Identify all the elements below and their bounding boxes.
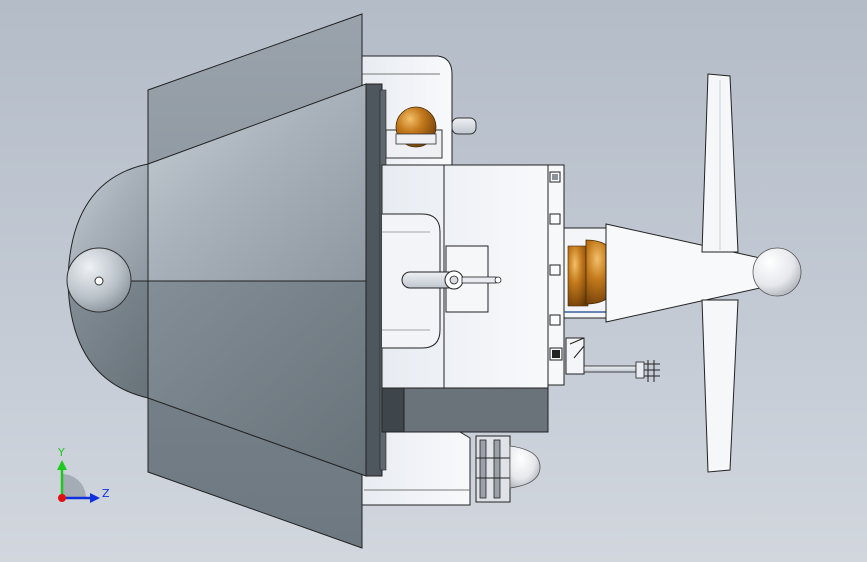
nose-sensor-hole [94, 276, 104, 286]
y-axis-label: Y [57, 446, 65, 459]
lower-white-dome [509, 445, 541, 489]
port-2[interactable] [549, 213, 561, 225]
spinner-tip-ball[interactable] [752, 247, 802, 297]
propeller[interactable] [701, 73, 739, 473]
main-housing[interactable] [381, 164, 565, 433]
port-4[interactable] [549, 314, 561, 326]
propeller-blade-lower[interactable] [701, 299, 739, 473]
z-axis-label: Z [102, 487, 110, 500]
triad-background-arc [62, 474, 86, 498]
lower-housing[interactable] [359, 431, 541, 506]
x-axis-dot [58, 494, 66, 502]
axis-triad: Y Z [57, 446, 110, 503]
sensor-connector[interactable] [565, 337, 660, 382]
y-axis-arrow [57, 460, 67, 470]
inner-cone[interactable] [147, 83, 387, 477]
z-axis-arrow [90, 493, 100, 503]
port-3[interactable] [549, 264, 561, 276]
nose-cone[interactable] [66, 163, 149, 399]
